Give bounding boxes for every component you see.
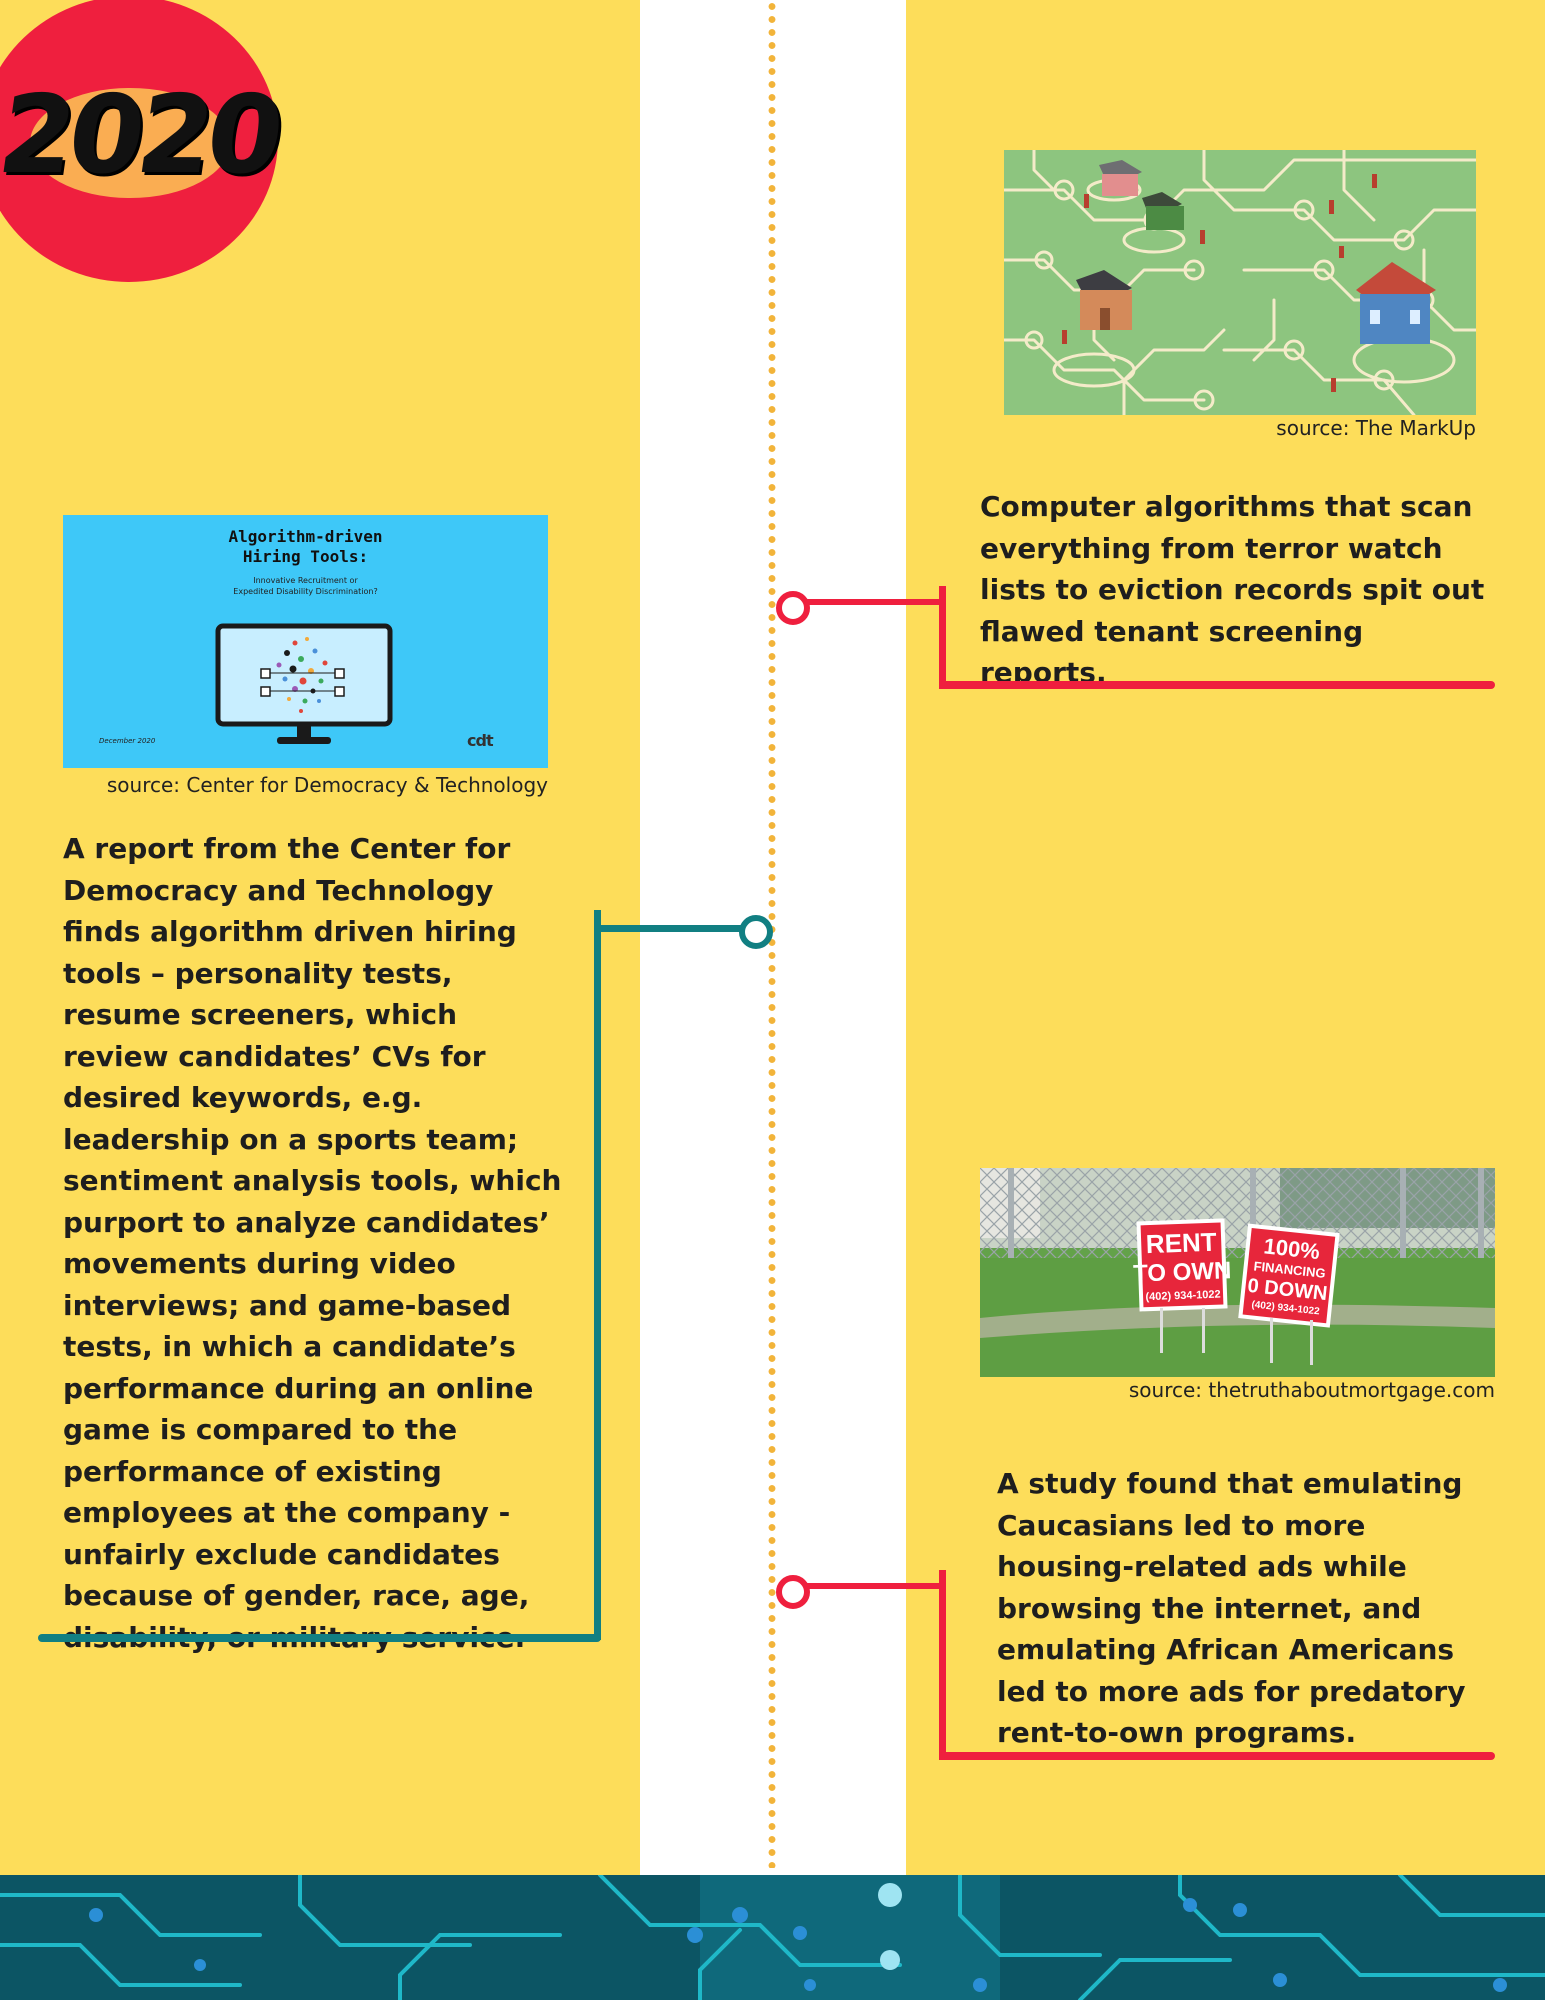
houses-illustration-svg [1004,150,1476,415]
yard-signs-photo-svg: RENT TO OWN (402) 934-1022 100% FINANCIN… [980,1168,1495,1377]
timeline-node-cdt [739,915,773,949]
source-caption-mortgage: source: thetruthaboutmortgage.com [1128,1378,1495,1402]
entry-text-mortgage: A study found that emulating Caucasians … [997,1467,1466,1749]
report-title-line2: Hiring Tools: [242,547,369,566]
sign2-line1: 100% [1262,1233,1321,1264]
report-date: December 2020 [99,737,156,745]
connector-mortgage-vertical [939,1570,946,1760]
houses-illustration [1004,150,1476,415]
entry-text-markup: Computer algorithms that scan everything… [980,490,1485,689]
report-cover-title: Algorithm-driven Hiring Tools: [63,527,548,567]
connector-mortgage-underline [939,1752,1495,1760]
sign1-line1: RENT [1145,1227,1217,1259]
monitor-icon [215,623,393,744]
report-title-line1: Algorithm-driven [228,527,383,546]
report-subtitle-line1: Innovative Recruitment or [253,576,358,585]
connector-cdt-underline [38,1634,601,1642]
connector-cdt-vertical [594,910,601,1640]
timeline-node-mortgage [776,1575,810,1609]
connector-markup-underline [939,681,1495,689]
report-cover-image: Algorithm-driven Hiring Tools: Innovativ… [63,515,548,768]
year-badge-highlight [30,88,230,198]
connector-markup-vertical [939,586,946,689]
connector-cdt-horizontal [594,925,764,932]
connector-markup-horizontal [793,599,945,605]
source-caption-markup: source: The MarkUp [1276,416,1476,440]
circuit-board-svg [0,1875,1545,2000]
source-caption-cdt: source: Center for Democracy & Technolog… [106,773,548,797]
yard-signs-photo: RENT TO OWN (402) 934-1022 100% FINANCIN… [980,1168,1495,1377]
sign1-phone: (402) 934-1022 [1145,1289,1221,1304]
connector-mortgage-horizontal [793,1583,945,1589]
circuit-board-footer [0,1875,1545,2000]
report-subtitle-line2: Expedited Disability Discrimination? [233,587,378,596]
entry-text-cdt: A report from the Center for Democracy a… [63,832,562,1654]
timeline-node-markup [776,591,810,625]
sign1-line2: TO OWN [1133,1257,1232,1287]
cdt-logo: cdt [467,731,494,750]
year-label: 2020 [0,73,286,198]
report-cover-subtitle: Innovative Recruitment or Expedited Disa… [63,575,548,597]
